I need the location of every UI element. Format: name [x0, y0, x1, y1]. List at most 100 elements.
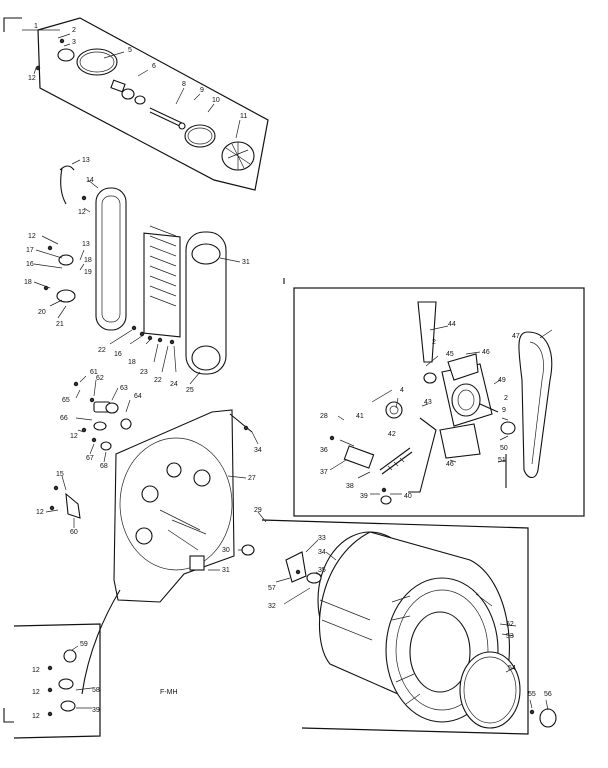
callout-60: 60 [70, 529, 78, 536]
callout-20: 20 [38, 309, 46, 316]
drum-belt [518, 331, 553, 479]
inset-switch [63, 649, 77, 663]
callout-15: 15 [56, 471, 64, 478]
callout-61: 61 [90, 369, 98, 376]
callout-4: 4 [400, 387, 404, 394]
rear-bulkhead: 34 27 31 30 [81, 409, 262, 695]
callout-23: 23 [140, 369, 148, 376]
callout-62: 62 [96, 375, 104, 382]
callout-12: 12 [28, 75, 36, 82]
thermostat-part [58, 254, 74, 266]
callout-2: 2 [432, 339, 436, 346]
terminal-block [65, 492, 81, 519]
idler-spring [379, 447, 413, 475]
callout-2: 2 [72, 27, 76, 34]
bearing-part [57, 48, 75, 62]
callout-63: 63 [120, 385, 128, 392]
callout-34: 34 [318, 549, 326, 556]
callout-33: 33 [318, 535, 326, 542]
callout-2: 2 [504, 395, 508, 402]
idler-pulley [385, 401, 403, 419]
blower-shaft [149, 107, 185, 125]
drum-group-outline [261, 519, 529, 735]
callout-56: 56 [544, 691, 552, 698]
callout-50: 50 [500, 445, 508, 452]
callout-1: 1 [34, 23, 38, 30]
blower-group-outline [37, 17, 269, 191]
callout-21: 21 [56, 321, 64, 328]
duct-panel [95, 187, 127, 331]
callout-16: 16 [26, 261, 34, 268]
callout-12: 12 [78, 209, 86, 216]
bulkhead-bracket [189, 555, 205, 571]
callout-9: 9 [200, 87, 204, 94]
drum-roller [539, 708, 557, 728]
callout-10: 10 [212, 97, 220, 104]
heater-element [143, 225, 181, 338]
callout-3: 3 [72, 39, 76, 46]
callout-46: 46 [482, 349, 490, 356]
callout-35: 35 [318, 567, 326, 574]
callout-51: 51 [498, 457, 506, 464]
callout-29: 29 [254, 507, 262, 514]
drive-belt-small [417, 301, 437, 363]
callout-55: 55 [528, 691, 536, 698]
bulkhead-ring [119, 437, 233, 571]
drum-bearing [306, 572, 322, 584]
callout-38: 38 [346, 483, 354, 490]
callout-42: 42 [388, 431, 396, 438]
callout-11: 11 [240, 113, 247, 120]
callout-54: 54 [508, 665, 516, 672]
callout-5: 5 [128, 47, 132, 54]
callout-57: 57 [268, 585, 276, 592]
callout-13: 13 [82, 241, 90, 248]
corner-mark-top-left [3, 17, 22, 32]
callout-12: 12 [36, 509, 44, 516]
callout-65: 65 [62, 397, 70, 404]
heater-duct-group: 13 14 12 12 13 17 18 16 19 18 20 21 31 2… [24, 157, 250, 394]
switch-controls-group: 61 62 65 63 64 66 12 67 68 15 12 60 [36, 369, 142, 536]
blower-wheel-plate [184, 124, 216, 148]
pulley-small [423, 372, 437, 384]
callout-32: 32 [268, 603, 276, 610]
motor-mount-bracket [447, 353, 479, 381]
callout-13: 13 [82, 157, 90, 164]
callout-18: 18 [24, 279, 32, 286]
motor-assembly-group: 44 2 45 46 47 49 4 41 43 28 42 36 37 38 … [283, 278, 585, 517]
motor-pulley [500, 421, 516, 435]
callout-14: 14 [86, 177, 94, 184]
callout-8: 8 [182, 81, 186, 88]
callout-18: 18 [128, 359, 136, 366]
diagram-caption: F-MH [160, 689, 178, 696]
rear-bearing [241, 544, 255, 556]
thermal-fuse [56, 289, 76, 303]
callout-27: 27 [248, 475, 256, 482]
callout-12: 12 [32, 667, 40, 674]
fan-blade-part [221, 141, 255, 171]
callout-36: 36 [320, 447, 328, 454]
callout-31: 31 [222, 567, 230, 574]
callout-43: 43 [424, 399, 432, 406]
housing-part [121, 88, 135, 100]
callout-47: 47 [512, 333, 520, 340]
inset-fuse [60, 700, 76, 712]
callout-17: 17 [26, 247, 34, 254]
callout-53: 53 [506, 633, 514, 640]
callout-6: 6 [152, 63, 156, 70]
callout-9: 9 [502, 407, 506, 414]
callout-41: 41 [356, 413, 364, 420]
inset-sensor [58, 678, 74, 690]
callout-12: 12 [70, 433, 78, 440]
callout-12: 12 [32, 713, 40, 720]
drum-opening [409, 611, 471, 693]
idler-bracket [343, 445, 375, 469]
callout-52: 52 [506, 621, 514, 628]
callout-39: 39 [360, 493, 368, 500]
wire-lead [81, 589, 121, 695]
callout-68: 68 [100, 463, 108, 470]
callout-58: 58 [92, 687, 100, 694]
idler-arm [408, 417, 437, 493]
callout-24: 24 [170, 381, 178, 388]
front-drum-seal [459, 651, 521, 729]
